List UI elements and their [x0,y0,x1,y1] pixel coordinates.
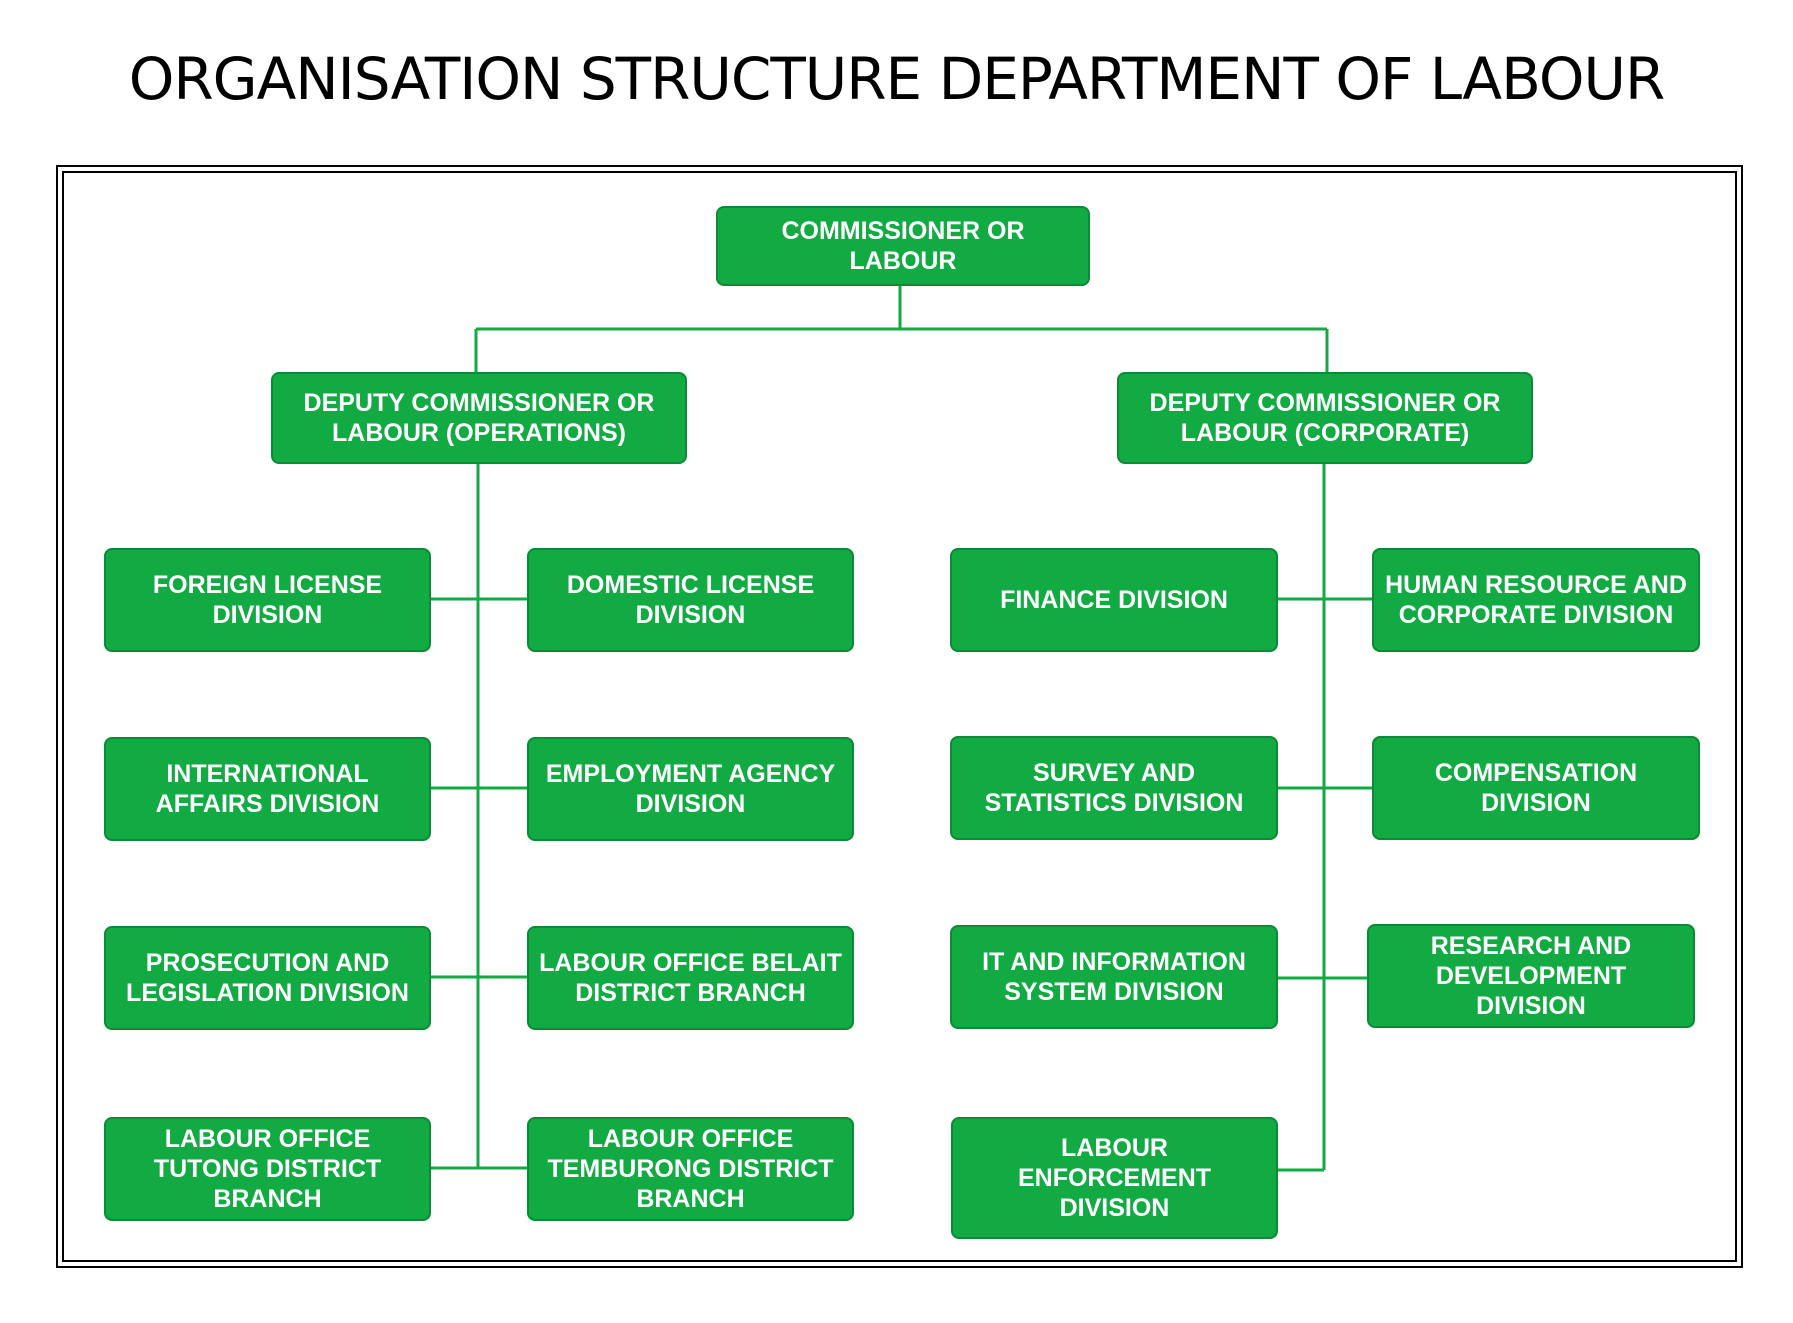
box-human-resource-corporate-division: HUMAN RESOURCE AND CORPORATE DIVISION [1372,548,1700,652]
box-deputy-operations: DEPUTY COMMISSIONER OR LABOUR (OPERATION… [271,372,687,464]
box-foreign-license-division: FOREIGN LICENSE DIVISION [104,548,431,652]
box-commissioner: COMMISSIONER OR LABOUR [716,206,1090,286]
box-label: FOREIGN LICENSE DIVISION [152,571,383,629]
box-commissioner-label: COMMISSIONER OR LABOUR [781,217,1025,275]
box-label: LABOUR OFFICE TUTONG DISTRICT BRANCH [153,1125,382,1213]
box-label: LABOUR OFFICE BELAIT DISTRICT BRANCH [539,949,842,1007]
box-domestic-license-division: DOMESTIC LICENSE DIVISION [527,548,854,652]
diagram-frame-outer [56,165,1743,1268]
box-compensation-division: COMPENSATION DIVISION [1372,736,1700,840]
box-label: FINANCE DIVISION [1000,586,1228,614]
box-labour-office-temburong: LABOUR OFFICE TEMBURONG DISTRICT BRANCH [527,1117,854,1221]
box-label: SURVEY AND STATISTICS DIVISION [984,759,1244,817]
box-survey-statistics-division: SURVEY AND STATISTICS DIVISION [950,736,1278,840]
box-finance-division: FINANCE DIVISION [950,548,1278,652]
box-label: PROSECUTION AND LEGISLATION DIVISION [126,949,409,1007]
box-deputy-operations-label: DEPUTY COMMISSIONER OR LABOUR (OPERATION… [303,389,655,447]
box-prosecution-legislation-division: PROSECUTION AND LEGISLATION DIVISION [104,926,431,1030]
box-label: INTERNATIONAL AFFAIRS DIVISION [155,760,380,818]
box-labour-enforcement-division: LABOUR ENFORCEMENT DIVISION [951,1117,1278,1239]
box-labour-office-belait: LABOUR OFFICE BELAIT DISTRICT BRANCH [527,926,854,1030]
box-international-affairs-division: INTERNATIONAL AFFAIRS DIVISION [104,737,431,841]
diagram-frame-inner [62,171,1737,1262]
box-label: DOMESTIC LICENSE DIVISION [566,571,815,629]
box-label: RESEARCH AND DEVELOPMENT DIVISION [1430,932,1632,1020]
box-label: LABOUR OFFICE TEMBURONG DISTRICT BRANCH [547,1125,834,1213]
page-title: ORGANISATION STRUCTURE DEPARTMENT OF LAB… [128,45,1666,113]
box-label: LABOUR ENFORCEMENT DIVISION [1017,1134,1212,1222]
box-deputy-corporate: DEPUTY COMMISSIONER OR LABOUR (CORPORATE… [1117,372,1533,464]
box-label: IT AND INFORMATION SYSTEM DIVISION [982,948,1246,1006]
box-employment-agency-division: EMPLOYMENT AGENCY DIVISION [527,737,854,841]
box-it-information-system-division: IT AND INFORMATION SYSTEM DIVISION [950,925,1278,1029]
box-label: HUMAN RESOURCE AND CORPORATE DIVISION [1385,571,1687,629]
box-label: COMPENSATION DIVISION [1434,759,1638,817]
box-labour-office-tutong: LABOUR OFFICE TUTONG DISTRICT BRANCH [104,1117,431,1221]
box-label: EMPLOYMENT AGENCY DIVISION [545,760,836,818]
box-research-development-division: RESEARCH AND DEVELOPMENT DIVISION [1367,924,1695,1028]
box-deputy-corporate-label: DEPUTY COMMISSIONER OR LABOUR (CORPORATE… [1149,389,1501,447]
